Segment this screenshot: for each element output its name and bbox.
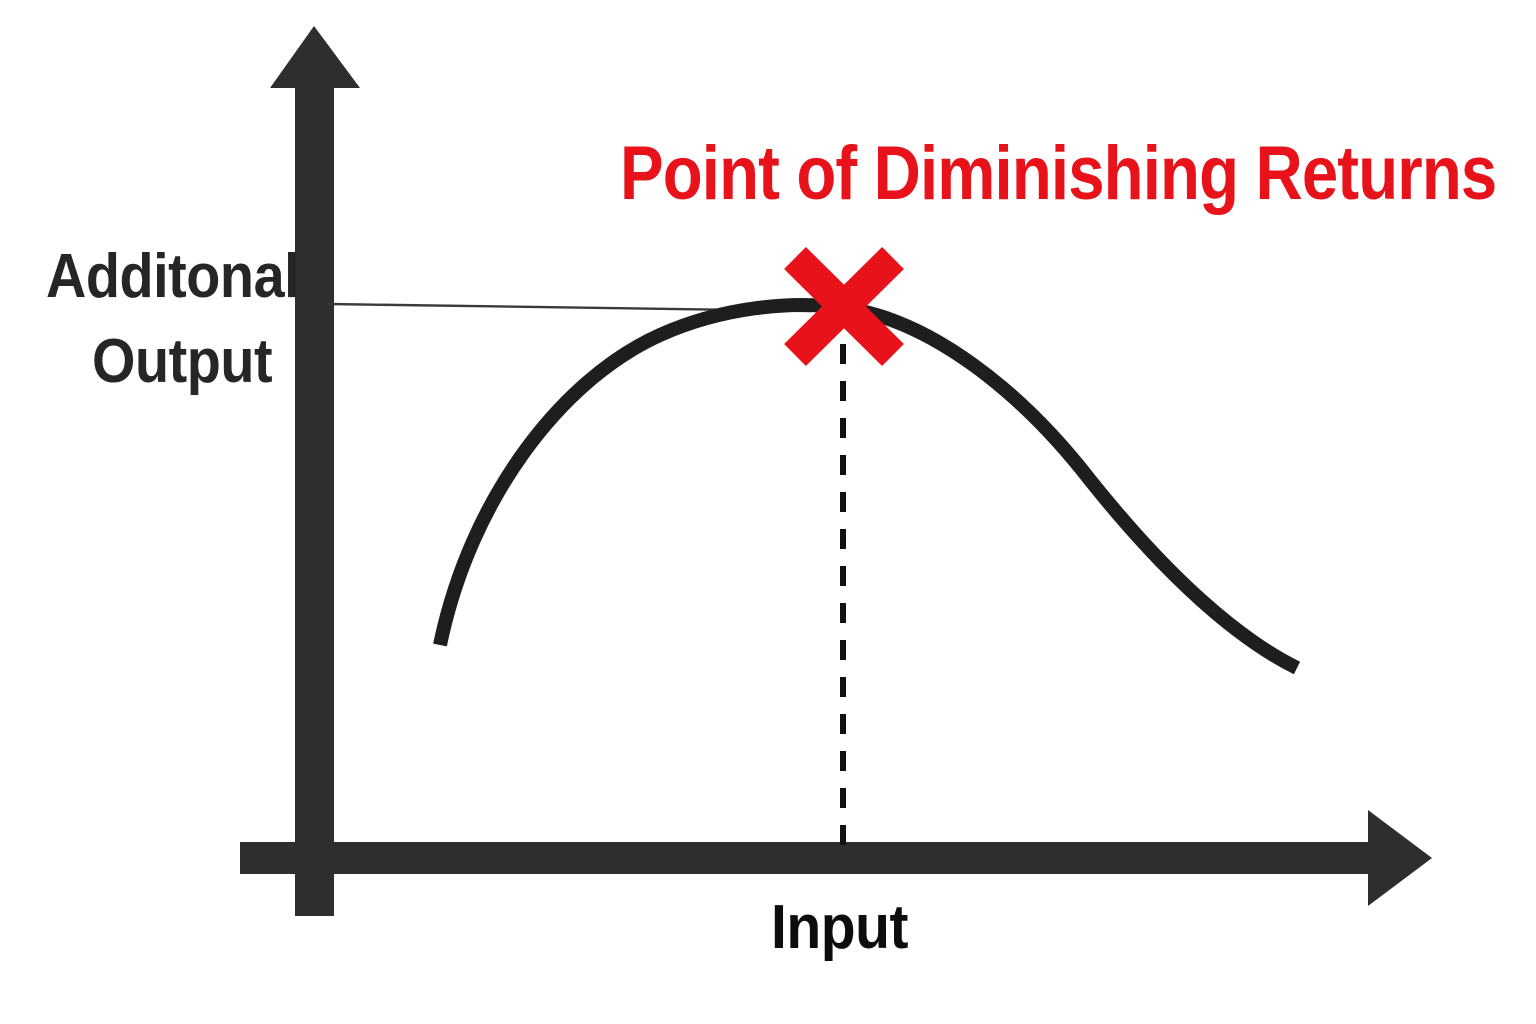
chart-title: Point of Diminishing Returns [620, 131, 1497, 216]
y-axis [270, 26, 360, 916]
output-curve [433, 298, 1301, 675]
axis-arrow-up-icon [270, 26, 360, 916]
red-x-icon [784, 246, 904, 367]
axis-arrow-right-icon [240, 810, 1432, 906]
x-axis [240, 810, 1432, 906]
y-axis-label-line2: Output [91, 327, 273, 396]
y-axis-label-line1: Additonal [46, 242, 300, 311]
x-axis-label: Input [771, 893, 909, 962]
